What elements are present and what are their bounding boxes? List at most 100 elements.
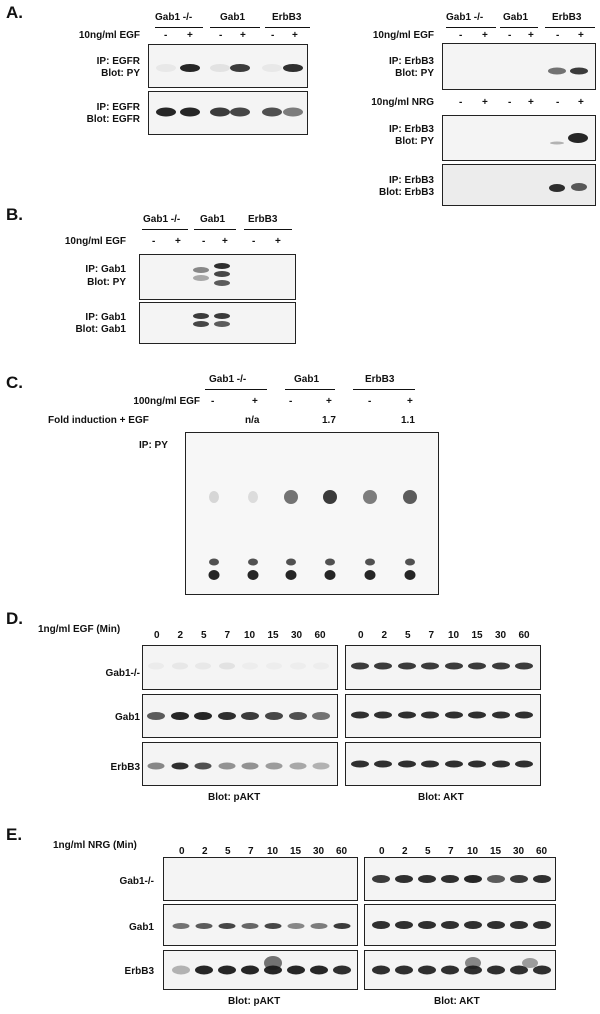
blot-band [156, 64, 176, 72]
time-point-label: 30 [513, 846, 525, 857]
blot-band [571, 183, 587, 191]
blot-band [265, 712, 283, 720]
blot-band [465, 957, 481, 969]
blot-band [398, 760, 416, 768]
blot-band [147, 762, 165, 770]
row-label: Gab1-/- [105, 668, 140, 679]
blot-erbb3-erbb3 [442, 164, 596, 206]
blot-label: IP: EGFR [96, 102, 140, 113]
group-label: Gab1 [503, 12, 529, 23]
group-underline [353, 389, 415, 390]
blot-band [172, 965, 190, 975]
tlc-spot [247, 570, 259, 580]
blot-band [487, 965, 505, 975]
plus-sign: + [482, 97, 488, 108]
blot-label: IP: EGFR [96, 56, 140, 67]
blot-band [533, 965, 551, 975]
tlc-spot [404, 570, 416, 580]
blot-band [172, 923, 190, 929]
time-point-label: 0 [154, 630, 160, 641]
blot-label: Blot: Gab1 [75, 324, 126, 335]
blot-band [441, 921, 459, 929]
group-label: ErbB3 [272, 12, 302, 23]
blot-band [372, 875, 390, 883]
fold-value: 1.1 [401, 415, 415, 426]
blot-band [515, 760, 533, 768]
blot-antibody-label: Blot: AKT [434, 996, 480, 1007]
blot-band [180, 64, 200, 72]
time-point-label: 15 [471, 630, 483, 641]
tlc-spot [285, 570, 297, 580]
blot-label: Blot: EGFR [86, 114, 140, 125]
plus-sign: + [187, 30, 193, 41]
blot-band [310, 965, 328, 975]
blot-band [283, 107, 303, 117]
blot-d-pakt-gab1ko [142, 645, 338, 690]
group-label: Gab1 [200, 214, 226, 225]
blot-label: IP: ErbB3 [388, 175, 434, 186]
panel-label-d: D. [6, 609, 23, 628]
blot-band [510, 921, 528, 929]
blot-band [333, 965, 351, 975]
blot-band [148, 662, 164, 670]
blot-band [241, 712, 259, 720]
time-point-label: 0 [379, 846, 385, 857]
blot-band [195, 965, 213, 975]
blot-label: IP: ErbB3 [388, 56, 434, 67]
treatment-label: 10ng/ml EGF [78, 30, 140, 41]
minus-sign: - [459, 30, 463, 41]
blot-antibody-label: Blot: pAKT [208, 792, 261, 803]
minus-sign: - [271, 30, 275, 41]
blot-band [218, 965, 236, 975]
blot-band [210, 64, 230, 72]
minus-sign: - [556, 30, 560, 41]
blot-band [468, 711, 486, 719]
plus-sign: + [528, 30, 534, 41]
time-point-label: 0 [358, 630, 364, 641]
row-label: Gab1-/- [119, 876, 154, 887]
time-point-label: 60 [314, 630, 326, 641]
minus-sign: - [202, 236, 206, 247]
time-point-label: 5 [201, 630, 207, 641]
blot-band [171, 712, 189, 720]
blot-band [421, 760, 439, 768]
blot-band [492, 711, 510, 719]
treatment-label: 10ng/ml EGF [372, 30, 434, 41]
time-point-label: 60 [518, 630, 530, 641]
blot-band [398, 711, 416, 719]
blot-band [351, 760, 369, 768]
blot-label: Blot: PY [395, 136, 434, 147]
blot-band [310, 923, 328, 929]
time-course-label: 1ng/ml NRG (Min) [53, 840, 137, 851]
blot-band [214, 313, 230, 319]
blot-band [487, 921, 505, 929]
blot-band [156, 107, 176, 117]
blot-band [241, 965, 259, 975]
time-point-label: 2 [402, 846, 408, 857]
blot-band [218, 712, 236, 720]
blot-band [468, 662, 486, 670]
blot-band [195, 662, 211, 670]
blot-band [230, 64, 250, 72]
blot-band [265, 762, 283, 770]
panel-label-b: B. [6, 205, 23, 224]
panel-label-c: C. [6, 373, 23, 392]
blot-band [262, 64, 282, 72]
group-underline [545, 27, 595, 28]
blot-label: Blot: PY [395, 68, 434, 79]
group-label: ErbB3 [365, 374, 395, 385]
blot-band [193, 321, 209, 327]
blot-band [210, 107, 230, 117]
time-point-label: 10 [448, 630, 460, 641]
blot-band [312, 762, 330, 770]
tlc-spot [248, 491, 258, 503]
tlc-spot [325, 558, 335, 566]
group-label: Gab1 -/- [143, 214, 181, 225]
time-point-label: 15 [267, 630, 279, 641]
minus-sign: - [368, 396, 372, 407]
plus-sign: + [326, 396, 332, 407]
blot-band [214, 263, 230, 269]
time-point-label: 7 [428, 630, 435, 641]
time-point-label: 7 [224, 630, 231, 641]
